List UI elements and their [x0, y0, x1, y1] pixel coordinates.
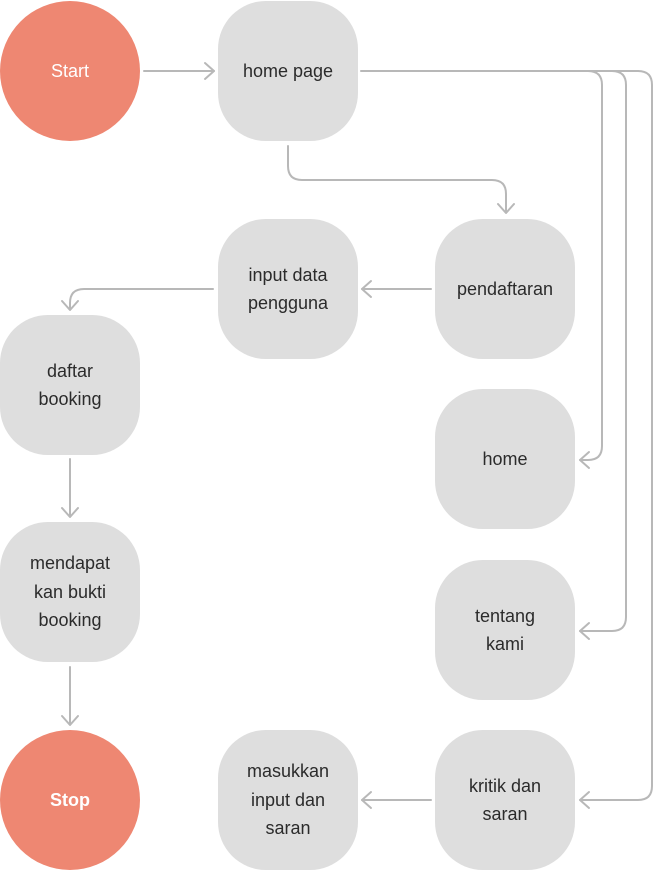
arrowhead-pendaftaran: [497, 203, 515, 214]
arrowhead-input-data: [361, 280, 372, 298]
connector-input-data-to-daftar-booking: [69, 288, 214, 310]
arrowhead-home-page: [204, 62, 215, 80]
mendapatkan-bukti-booking-node: mendapat kan bukti booking: [0, 522, 140, 662]
input-data-pengguna-node: input data pengguna: [218, 219, 358, 359]
arrowhead-tentang-kami: [579, 622, 590, 640]
pendaftaran-node: pendaftaran: [435, 219, 575, 359]
masukkan-input-dan-saran-node: masukkan input dan saran: [218, 730, 358, 870]
connector-to-kritik-dan-saran: [579, 70, 653, 801]
arrowhead-home: [579, 451, 590, 469]
arrowhead-kritik-dan-saran: [579, 791, 590, 809]
home-node: home: [435, 389, 575, 529]
arrowhead-stop: [61, 715, 79, 726]
tentang-kami-node: tentang kami: [435, 560, 575, 700]
connector-to-home: [579, 70, 603, 461]
home-page-node: home page: [218, 1, 358, 141]
arrowhead-bukti: [61, 507, 79, 518]
arrowhead-masukkan: [361, 791, 372, 809]
connector-home-page-to-pendaftaran: [287, 145, 507, 213]
daftar-booking-node: daftar booking: [0, 315, 140, 455]
stop-node: Stop: [0, 730, 140, 870]
connector-to-tentang-kami: [579, 70, 627, 632]
arrowhead-daftar-booking: [61, 300, 79, 311]
kritik-dan-saran-node: kritik dan saran: [435, 730, 575, 870]
start-node: Start: [0, 1, 140, 141]
